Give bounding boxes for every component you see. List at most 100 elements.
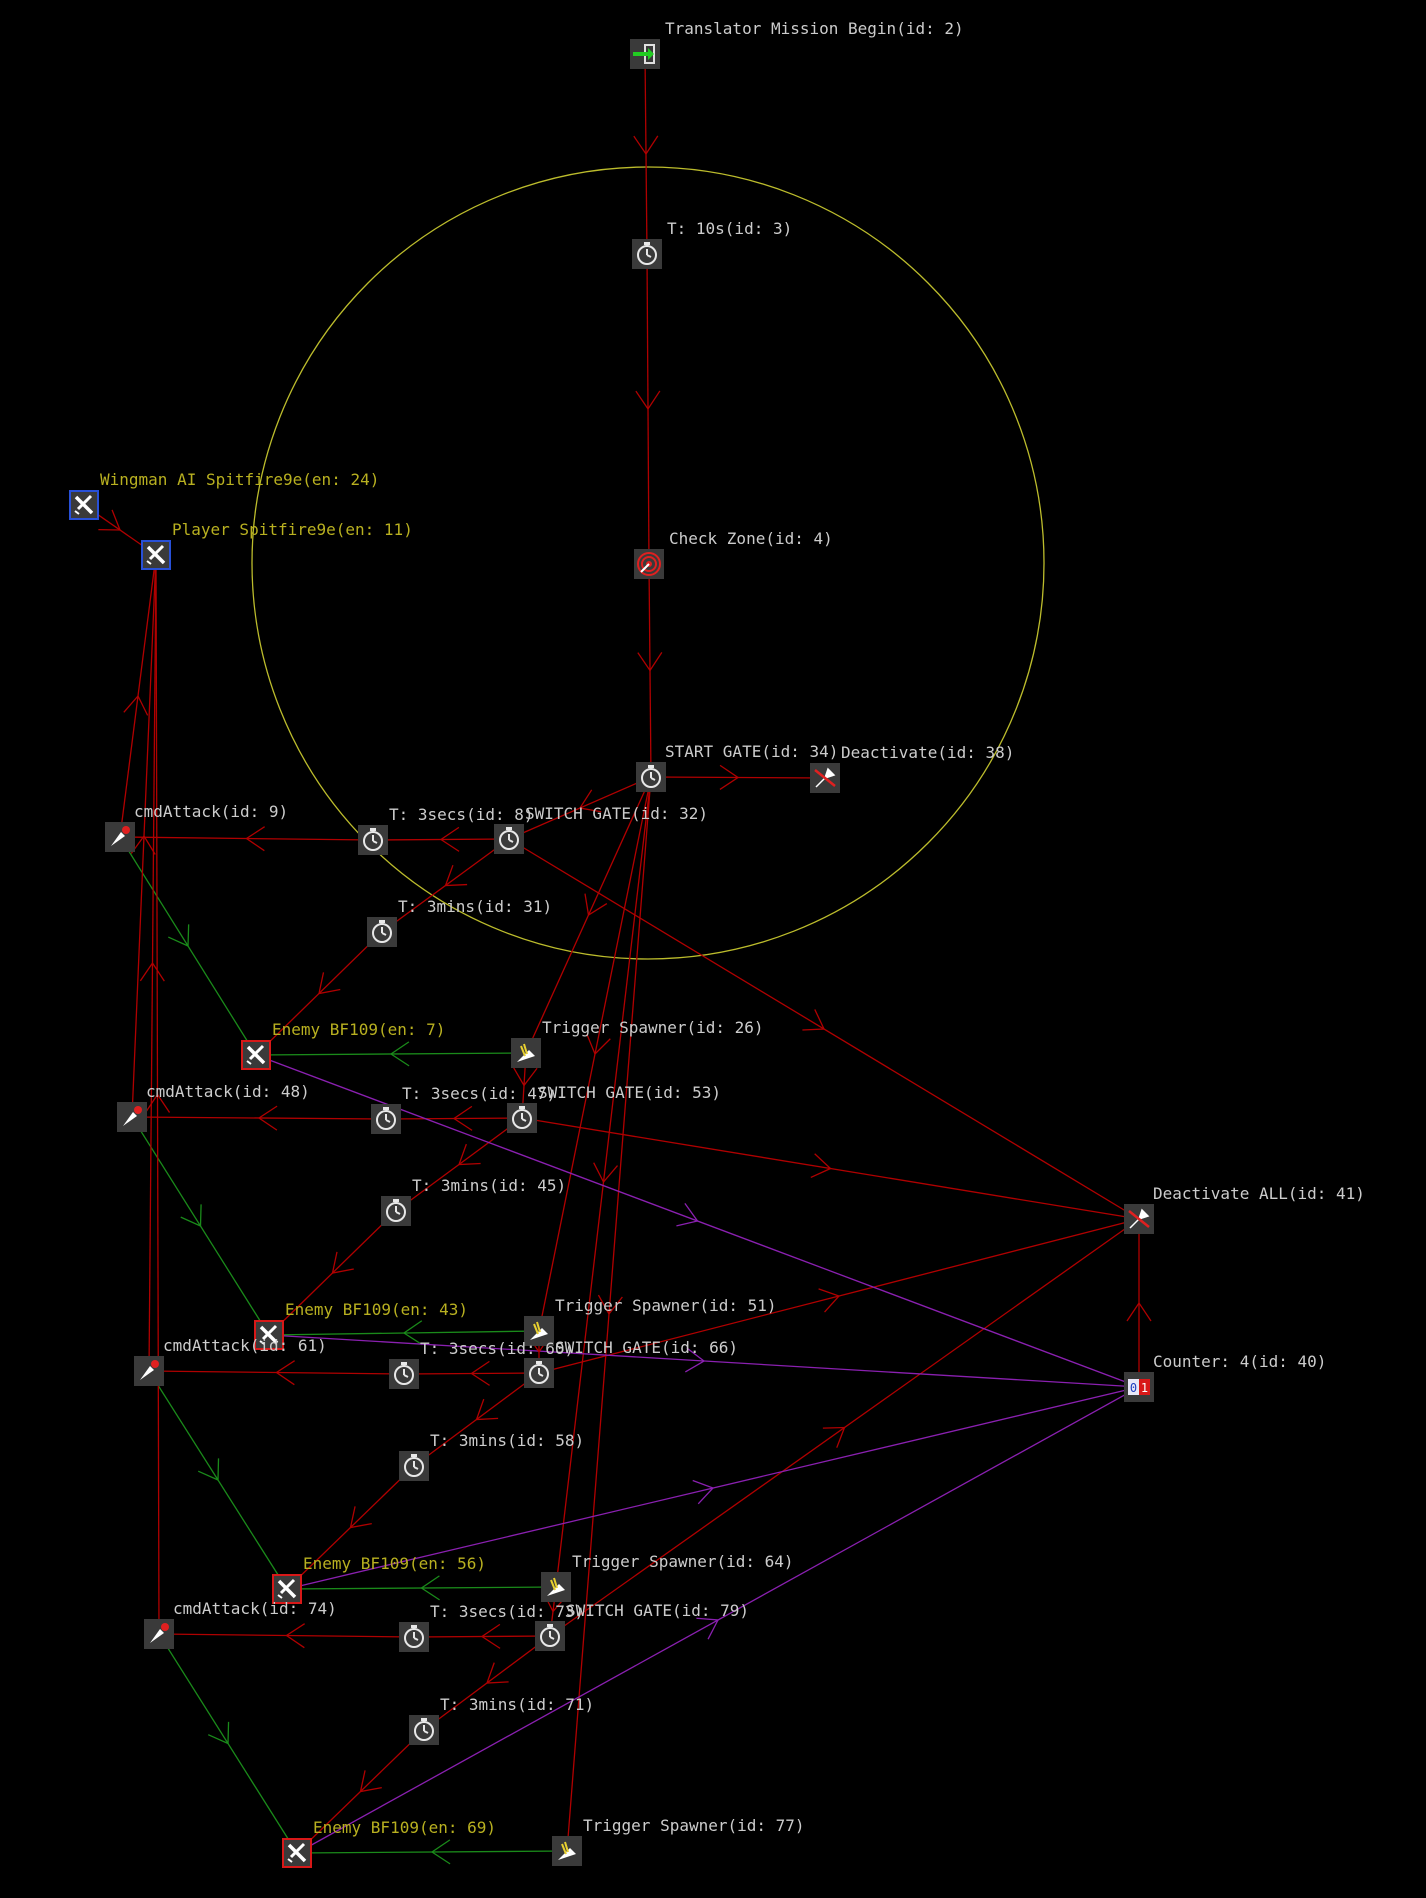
node-label: SWITCH GATE(id: 32) (525, 804, 708, 823)
timer-icon (367, 917, 397, 947)
node-n77[interactable]: Trigger Spawner(id: 77) (552, 1816, 805, 1866)
node-n79[interactable]: SWITCH GATE(id: 79) (535, 1601, 749, 1651)
node-label: T: 3mins(id: 58) (430, 1431, 584, 1450)
node-n3[interactable]: T: 10s(id: 3) (632, 219, 792, 269)
enemy-plane-icon (282, 1838, 312, 1868)
attack-command-icon (117, 1102, 147, 1132)
link-n61-n11 (139, 554, 165, 1372)
link-n69-n40 (296, 1386, 1140, 1854)
node-n43[interactable]: Enemy BF109(en: 43) (254, 1300, 468, 1350)
friendly-plane-icon (69, 490, 99, 520)
link-n56-n40 (286, 1386, 1140, 1590)
node-n60[interactable]: T: 3secs(id: 60) (389, 1339, 574, 1389)
spawner-icon (511, 1038, 541, 1068)
node-n47[interactable]: T: 3secs(id: 47) (371, 1084, 556, 1134)
node-n31[interactable]: T: 3mins(id: 31) (367, 897, 552, 947)
node-n71[interactable]: T: 3mins(id: 71) (409, 1695, 594, 1745)
node-n73[interactable]: T: 3secs(id: 73) (399, 1602, 584, 1652)
node-label: Counter: 4(id: 40) (1153, 1352, 1326, 1371)
node-n4[interactable]: Check Zone(id: 4) (634, 529, 833, 579)
node-label: Trigger Spawner(id: 51) (555, 1296, 777, 1315)
node-label: T: 3secs(id: 47) (402, 1084, 556, 1103)
link-n48-n11 (130, 554, 157, 1118)
node-n48[interactable]: cmdAttack(id: 48) (117, 1082, 310, 1132)
node-n24[interactable]: Wingman AI Spitfire9e(en: 24) (69, 470, 379, 520)
node-label: Wingman AI Spitfire9e(en: 24) (100, 470, 379, 489)
node-label: cmdAttack(id: 74) (173, 1599, 337, 1618)
attack-command-icon (144, 1619, 174, 1649)
node-n40[interactable]: Counter: 4(id: 40) (1124, 1352, 1326, 1402)
node-label: Trigger Spawner(id: 64) (572, 1552, 794, 1571)
node-n7[interactable]: Enemy BF109(en: 7) (241, 1020, 445, 1070)
node-label: START GATE(id: 34) (665, 742, 838, 761)
timer-icon (358, 825, 388, 855)
node-label: T: 3mins(id: 31) (398, 897, 552, 916)
link-n32-n8 (372, 826, 510, 852)
link-n66-n41 (538, 1218, 1140, 1374)
timer-icon (494, 824, 524, 854)
check-zone-radius (251, 166, 1045, 960)
link-n45-n43 (268, 1210, 397, 1336)
node-label: T: 3mins(id: 45) (412, 1176, 566, 1195)
link-n51-n43 (268, 1320, 540, 1346)
node-n64[interactable]: Trigger Spawner(id: 64) (541, 1552, 794, 1602)
node-n56[interactable]: Enemy BF109(en: 56) (272, 1554, 486, 1604)
timer-icon (389, 1359, 419, 1389)
link-n77-n69 (296, 1839, 568, 1865)
link-n79-n71 (423, 1635, 551, 1731)
link-n79-n73 (413, 1623, 551, 1649)
link-n73-n74 (158, 1623, 415, 1649)
node-label: Enemy BF109(en: 69) (313, 1818, 496, 1837)
node-label: Translator Mission Begin(id: 2) (665, 19, 964, 38)
timer-icon (399, 1451, 429, 1481)
node-n61[interactable]: cmdAttack(id: 61) (134, 1336, 327, 1386)
node-label: Trigger Spawner(id: 26) (542, 1018, 764, 1037)
node-n58[interactable]: T: 3mins(id: 58) (399, 1431, 584, 1481)
link-n32-n41 (508, 838, 1140, 1220)
node-n38[interactable]: Deactivate(id: 38) (810, 743, 1014, 793)
attack-command-icon (134, 1356, 164, 1386)
timer-icon (409, 1715, 439, 1745)
node-n8[interactable]: T: 3secs(id: 8) (358, 805, 534, 855)
node-n9[interactable]: cmdAttack(id: 9) (105, 802, 288, 852)
link-n60-n61 (148, 1360, 405, 1386)
node-label: cmdAttack(id: 61) (163, 1336, 327, 1355)
node-n51[interactable]: Trigger Spawner(id: 51) (524, 1296, 777, 1346)
node-n34[interactable]: START GATE(id: 34) (636, 742, 838, 792)
node-label: Enemy BF109(en: 56) (303, 1554, 486, 1573)
link-n64-n56 (286, 1575, 557, 1601)
link-n71-n69 (296, 1729, 425, 1854)
timer-icon (371, 1104, 401, 1134)
link-n2-n3 (633, 53, 659, 255)
link-n58-n56 (286, 1465, 415, 1590)
node-n32[interactable]: SWITCH GATE(id: 32) (494, 804, 708, 854)
link-n34-n32 (508, 776, 652, 840)
node-n2[interactable]: Translator Mission Begin(id: 2) (630, 19, 964, 69)
mission-begin-icon (630, 39, 660, 69)
link-n34-n26 (525, 776, 652, 1054)
attack-command-icon (105, 822, 135, 852)
link-n9-n11 (119, 554, 157, 838)
node-n26[interactable]: Trigger Spawner(id: 26) (511, 1018, 764, 1068)
spawner-icon (541, 1572, 571, 1602)
timer-icon (399, 1622, 429, 1652)
link-n34-n38 (650, 764, 826, 790)
link-n7-n40 (255, 1054, 1140, 1388)
link-n8-n9 (119, 826, 374, 852)
node-label: Enemy BF109(en: 7) (272, 1020, 445, 1039)
node-n66[interactable]: SWITCH GATE(id: 66) (524, 1338, 738, 1388)
node-label: Trigger Spawner(id: 77) (583, 1816, 805, 1835)
node-n45[interactable]: T: 3mins(id: 45) (381, 1176, 566, 1226)
node-label: SWITCH GATE(id: 66) (555, 1338, 738, 1357)
node-n41[interactable]: Deactivate ALL(id: 41) (1124, 1184, 1365, 1234)
link-n43-n40 (268, 1334, 1140, 1388)
link-n34-n64 (555, 776, 652, 1588)
link-n53-n47 (385, 1105, 523, 1131)
node-n53[interactable]: SWITCH GATE(id: 53) (507, 1083, 721, 1133)
node-n69[interactable]: Enemy BF109(en: 69) (282, 1818, 496, 1868)
timer-icon (524, 1358, 554, 1388)
link-n4-n34 (637, 563, 663, 778)
node-n74[interactable]: cmdAttack(id: 74) (144, 1599, 337, 1649)
node-n11[interactable]: Player Spitfire9e(en: 11) (141, 520, 413, 570)
